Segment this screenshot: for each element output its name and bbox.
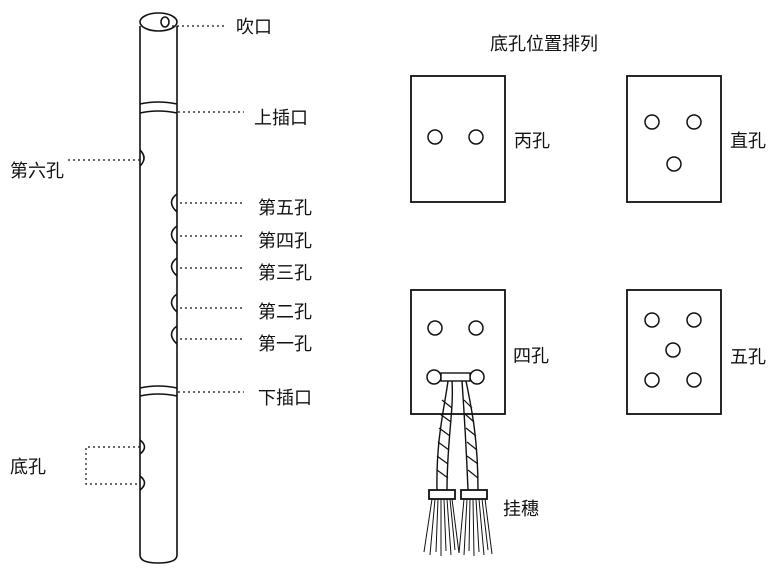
label-bottom-holes: 底孔 [10, 457, 46, 478]
label-tassel: 挂穗 [503, 499, 539, 520]
hole-circle [427, 320, 443, 336]
label-mouth: 吹口 [236, 17, 272, 38]
upper-joint-line [139, 101, 178, 105]
panel-si [410, 289, 506, 415]
hole-6 [139, 149, 145, 167]
label-hole-1: 第一孔 [258, 334, 312, 355]
panel-wu [626, 289, 722, 415]
flute-top-rim [139, 12, 178, 32]
hole-3 [170, 257, 178, 277]
label-hole-6: 第六孔 [10, 161, 64, 182]
panel-bing [410, 75, 506, 203]
hole-circle [469, 369, 485, 385]
hole-circle [426, 369, 442, 385]
label-lower-joint: 下插口 [258, 388, 312, 409]
hole-circle [644, 114, 660, 130]
hole-circle [644, 312, 660, 328]
hole-circle [644, 372, 660, 388]
hole-5 [170, 193, 178, 213]
label-zhi: 直孔 [730, 131, 766, 152]
bottom-hole-upper [139, 439, 146, 455]
hole-circle [427, 129, 443, 145]
hole-circle [468, 320, 484, 336]
hole-circle [686, 312, 702, 328]
label-si: 四孔 [513, 346, 549, 367]
label-hole-3: 第三孔 [258, 263, 312, 284]
label-hole-5: 第五孔 [258, 198, 312, 219]
hole-circle [686, 372, 702, 388]
hole-1 [170, 325, 178, 345]
hole-circle [666, 156, 682, 172]
hole-2 [170, 293, 178, 313]
mouth-hole [160, 16, 170, 28]
label-hole-2: 第二孔 [258, 302, 312, 323]
tassel [423, 380, 493, 557]
label-upper-joint: 上插口 [254, 108, 308, 129]
hole-circle [686, 114, 702, 130]
lower-joint-line [139, 385, 178, 389]
label-hole-4: 第四孔 [258, 231, 312, 252]
label-wu: 五孔 [730, 347, 766, 368]
hole-4 [170, 225, 178, 245]
leader-lines [68, 25, 244, 485]
hole-circle [665, 342, 681, 358]
flute-body [139, 12, 178, 564]
arrangement-title: 底孔位置排列 [490, 34, 598, 55]
panel-zhi [626, 75, 722, 203]
bottom-hole-lower [139, 475, 146, 491]
tassel-knot [460, 489, 488, 500]
label-bing: 丙孔 [514, 131, 550, 152]
hole-circle [468, 129, 484, 145]
tassel-knot [428, 489, 456, 500]
